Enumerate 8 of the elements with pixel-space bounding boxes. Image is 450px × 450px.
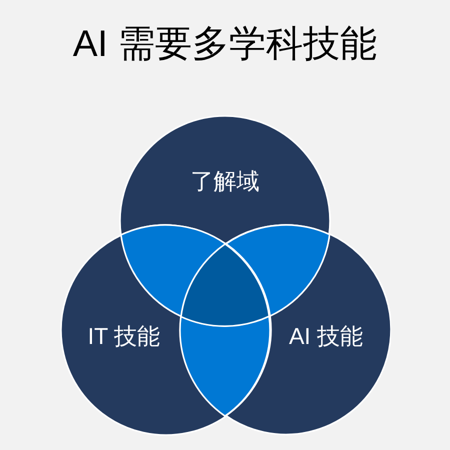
overlap-region — [224, 224, 330, 318]
circle-label: AI 技能 — [288, 322, 364, 350]
overlap-region — [179, 315, 272, 418]
diagram-title: AI 需要多学科技能 — [72, 22, 378, 66]
circle-label: 了解域 — [190, 166, 260, 195]
circle-label: IT 技能 — [88, 322, 160, 350]
center-overlap-region — [180, 242, 271, 327]
overlap-region — [120, 224, 226, 318]
